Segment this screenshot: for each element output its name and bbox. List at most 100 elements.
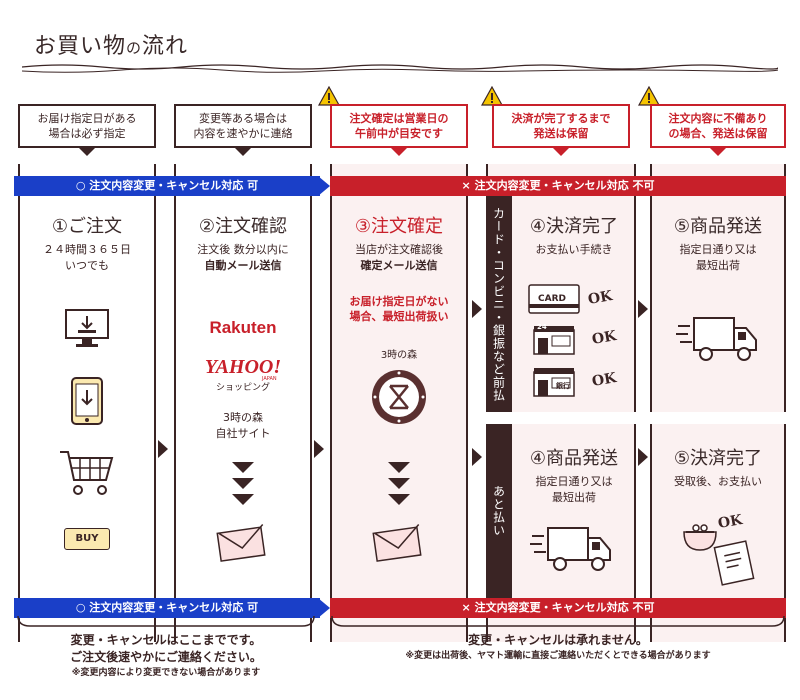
ng-mark-icon: ×: [461, 601, 471, 614]
shopping-cart-icon: [60, 451, 114, 495]
step5b-title: ⑤決済完了: [673, 448, 763, 469]
brand-name: 3時の森: [380, 350, 418, 361]
bar-change-ng-top: × 注文内容変更・キャンセル対応 不可: [330, 176, 786, 196]
flow-arrow: [472, 448, 482, 466]
down-arrow-icon: [232, 478, 254, 489]
bank-icon: [533, 368, 575, 397]
coin-purse-icon: [683, 524, 717, 551]
bar-word: 可: [247, 179, 259, 192]
bar-arrow: [318, 176, 330, 196]
footer-right: 変更・キャンセルは承れません。 ※変更は出荷後、ヤマト運輸に直接ご連絡いただくと…: [330, 632, 786, 663]
smartphone-download-icon: [71, 377, 103, 425]
column-prepay-ship: [650, 164, 786, 412]
step4a-text: お支払い手続き: [535, 243, 613, 256]
bar-label: 注文内容変更・キャンセル対応: [89, 179, 244, 192]
computer-download-icon: [65, 309, 109, 347]
down-arrow-icon: [232, 494, 254, 505]
down-arrow-icon: [232, 462, 254, 473]
down-arrow-icon: [388, 462, 410, 473]
down-arrow-icon: [388, 478, 410, 489]
clock-seal-icon: [372, 370, 426, 424]
flow-arrow: [314, 440, 324, 458]
note-text: 注文確定は営業日の 午前中が目安です: [349, 112, 449, 140]
title-main: お買い物: [34, 34, 127, 59]
title-particle: の: [126, 39, 143, 57]
flow-arrow: [638, 448, 648, 466]
bar-label: 注文内容変更・キャンセル対応: [474, 179, 629, 192]
envelope-icon: [216, 524, 266, 562]
note-changes: 変更等ある場合は 内容を速やかに連絡: [174, 104, 312, 156]
step5a-title: ⑤商品発送: [673, 216, 763, 237]
flow-arrow: [472, 300, 482, 318]
bar-change-ok-bottom: ○ 注文内容変更・キャンセル対応 可: [14, 598, 320, 618]
conveni-label: 24: [537, 323, 547, 331]
note-text: 注文内容に不備あり の場合、発送は保留: [668, 112, 768, 140]
credit-card-icon: [528, 284, 580, 314]
step3-title: ③注文確定: [354, 216, 444, 237]
down-arrow-icon: [388, 494, 410, 505]
warning-icon: [318, 86, 340, 106]
bar-word: 不可: [632, 601, 655, 614]
note-delivery-date: お届け指定日がある 場合は必ず指定: [18, 104, 156, 156]
convenience-store-icon: [533, 326, 575, 355]
warning-icon: [481, 86, 503, 106]
bar-label: 注文内容変更・キャンセル対応: [474, 601, 629, 614]
step2-text: 注文後 数分以内に: [197, 243, 289, 256]
warning-icon: [638, 86, 660, 106]
bar-label: 注文内容変更・キャンセル対応: [89, 601, 244, 614]
bank-label: 銀行: [556, 382, 570, 390]
footer-right-note: ※変更は出荷後、ヤマト運輸に直接ご連絡いただくとできる場合があります: [405, 651, 711, 661]
side-label-postpay: あと払い: [486, 424, 512, 598]
flow-arrow: [158, 440, 168, 458]
step3-text: 当店が注文確認後: [355, 243, 443, 256]
step3-bold: 確定メール送信: [360, 259, 438, 272]
yahoo-japan-label: JAPAN: [262, 376, 277, 382]
title-divider: [22, 64, 778, 73]
envelope-icon: [372, 524, 422, 562]
note-text: お届け指定日がある 場合は必ず指定: [37, 112, 137, 140]
step2-title: ②注文確認: [198, 216, 288, 237]
note-defect-hold: 注文内容に不備あり の場合、発送は保留: [650, 104, 786, 156]
bar-change-ng-bottom: × 注文内容変更・キャンセル対応 不可: [330, 598, 786, 618]
footer-bracket-right: [331, 616, 785, 627]
footer-left: 変更・キャンセルはここまでです。 ご注文後速やかにご連絡ください。 ※変更内容に…: [16, 632, 316, 680]
delivery-truck-icon: [676, 317, 757, 361]
bar-word: 可: [247, 601, 259, 614]
step5a-text: 指定日通り又は 最短出荷: [679, 243, 757, 272]
ok-mark-icon: ○: [75, 179, 86, 192]
rakuten-logo: Rakuten: [209, 318, 277, 337]
step4a-title: ④決済完了: [529, 216, 619, 237]
step3-note: お届け指定日がない 場合、最短出荷扱い: [349, 295, 449, 323]
page-title: お買い物の流れ: [34, 28, 188, 60]
bar-arrow: [318, 598, 330, 618]
flow-arrow: [638, 300, 648, 318]
step2-bold: 自動メール送信: [204, 259, 282, 272]
yahoo-logo: YAHOO!: [204, 356, 282, 378]
receipt-icon: [713, 540, 755, 586]
side-label-prepay: カード・コンビニ・銀振など前払: [486, 196, 512, 412]
footer-bracket-left: [17, 616, 315, 627]
title-tail: 流れ: [142, 34, 189, 59]
bar-change-ok-top: ○ 注文内容変更・キャンセル対応 可: [14, 176, 320, 196]
note-text: 変更等ある場合は 内容を速やかに連絡: [193, 112, 293, 140]
own-site-text: 3時の森 自社サイト: [215, 411, 271, 440]
note-payment-hold: 決済が完了するまで 発送は保留: [492, 104, 630, 156]
footer-right-main: 変更・キャンセルは承れません。: [468, 633, 648, 647]
ng-mark-icon: ×: [461, 179, 471, 192]
delivery-truck-icon: [530, 527, 611, 571]
footer-left-main: 変更・キャンセルはここまでです。 ご注文後速やかにご連絡ください。: [70, 633, 262, 664]
step4b-text: 指定日通り又は 最短出荷: [535, 475, 613, 504]
buy-button-icon: BUY: [64, 528, 110, 550]
step4b-title: ④商品発送: [529, 448, 619, 469]
side-label-text: カード・コンビニ・銀振など前払: [491, 206, 506, 402]
note-text: 決済が完了するまで 発送は保留: [511, 112, 611, 140]
bar-word: 不可: [632, 179, 655, 192]
step5b-text: 受取後、お支払い: [674, 475, 762, 488]
side-label-text: あと払い: [491, 485, 506, 537]
yahoo-sub-label: ショッピング: [215, 383, 270, 393]
ok-mark-icon: ○: [75, 601, 86, 614]
note-confirm-time: 注文確定は営業日の 午前中が目安です: [330, 104, 468, 156]
card-label: CARD: [538, 294, 566, 304]
footer-left-note: ※変更内容により変更できない場合があります: [71, 668, 261, 678]
column-confirm: [174, 164, 312, 642]
